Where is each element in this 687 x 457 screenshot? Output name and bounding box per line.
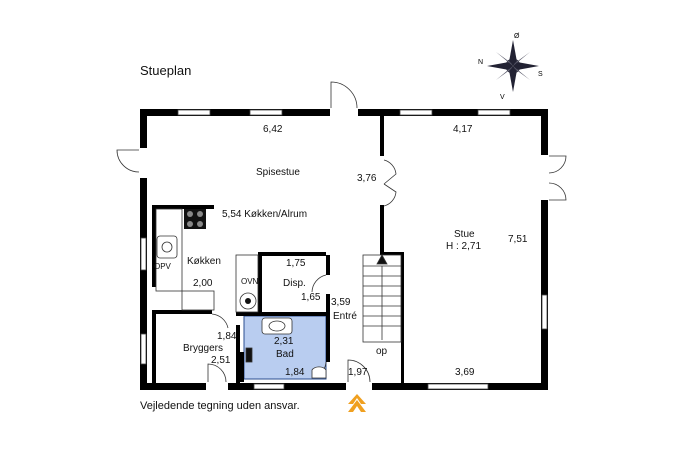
- interior-walls: [152, 116, 404, 385]
- bath-fixtures: [245, 317, 327, 379]
- dim-359: 3,59: [331, 297, 351, 308]
- compass-north: Ø: [514, 33, 520, 40]
- dim-376: 3,76: [357, 173, 377, 184]
- dim-197: 1,97: [348, 367, 368, 378]
- cooktop-icon: [184, 209, 206, 229]
- room-spisestue: Spisestue: [256, 167, 300, 178]
- door-gaps: [139, 108, 549, 391]
- windows: [140, 109, 548, 390]
- dim-751: 7,51: [508, 234, 528, 245]
- room-disp: Disp.: [283, 278, 306, 289]
- room-stue-height: H : 2,71: [446, 241, 482, 252]
- interior-doors: [211, 159, 397, 377]
- label-op: op: [376, 346, 388, 357]
- room-entre: Entré: [333, 311, 357, 322]
- dim-200: 2,00: [193, 278, 213, 289]
- label-opv: OPV: [154, 262, 171, 271]
- dim-642: 6,42: [263, 124, 283, 135]
- kitchen-sink-icon: [156, 235, 178, 259]
- plan-title: Stueplan: [140, 63, 192, 78]
- dim-175: 1,75: [286, 258, 306, 269]
- door-swings: [116, 81, 567, 383]
- dim-165: 1,65: [301, 292, 321, 303]
- entrance-arrow-icon: [348, 394, 366, 412]
- dim-417: 4,17: [453, 124, 473, 135]
- dim-251: 2,51: [211, 355, 231, 366]
- disclaimer: Vejledende tegning uden ansvar.: [140, 400, 300, 412]
- dim-231: 2,31: [274, 336, 294, 347]
- room-koekken-alrum: 5,54 Køkken/Alrum: [222, 209, 308, 220]
- compass-icon: Ø N S V: [478, 33, 543, 101]
- room-koekken: Køkken: [187, 256, 221, 267]
- room-stue: Stue: [454, 229, 475, 240]
- compass-west: N: [478, 59, 483, 66]
- room-bryggers: Bryggers: [183, 343, 224, 354]
- kitchen-counter: [155, 208, 259, 313]
- fan-icon: [239, 292, 257, 310]
- dim-184b: 1,84: [285, 367, 305, 378]
- room-bad: Bad: [276, 349, 294, 360]
- compass-east: S: [538, 71, 543, 78]
- label-ovn: OVN: [241, 277, 259, 286]
- staircase: [362, 254, 402, 343]
- compass-south: V: [500, 94, 505, 101]
- dim-369: 3,69: [455, 367, 475, 378]
- dim-184a: 1,84: [217, 331, 237, 342]
